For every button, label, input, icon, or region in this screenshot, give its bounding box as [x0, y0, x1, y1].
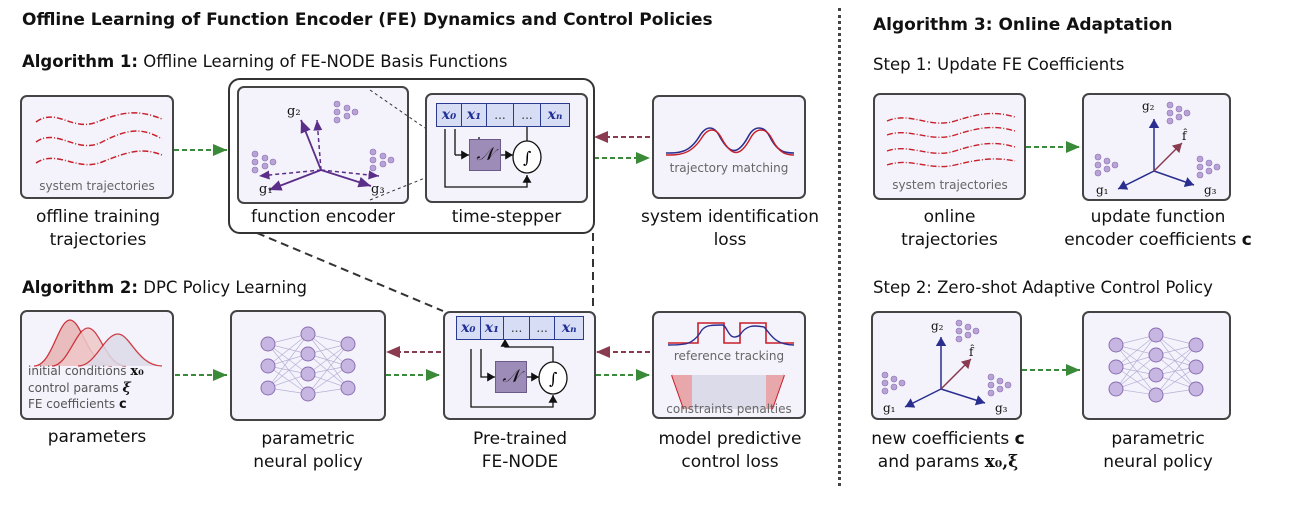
- new-coefficients-caption: new coefficients c and params x₀,ξ: [871, 429, 1025, 472]
- step2-g3-label: g₃: [995, 401, 1008, 415]
- algorithm-1-heading: Algorithm 1: Offline Learning of FE-NODE…: [22, 52, 507, 71]
- basis-function-vectors: [251, 100, 395, 191]
- strip-dots-2: ...: [514, 104, 541, 126]
- zoom-line-left: [256, 232, 444, 312]
- mpc-loss-plot: [667, 322, 795, 410]
- mpc-loss-panel: reference tracking constraints penalties: [652, 311, 806, 419]
- step2-g2-label: g₂: [931, 319, 944, 333]
- g1-label: g₁: [259, 182, 273, 197]
- algorithm-2-label: Algorithm 2:: [22, 278, 139, 297]
- step1-g3-label: g₃: [1204, 183, 1217, 197]
- function-encoder-caption: function encoder: [250, 207, 396, 227]
- new-coefficients-panel: g₂ f̂ g₁ g₃: [871, 311, 1022, 420]
- control-params-row: control params ξ: [28, 380, 131, 396]
- fe-node-flow: ∫: [470, 339, 568, 408]
- strip-xn: xₙ: [547, 107, 563, 123]
- coefficient-vectors-step1: [1094, 101, 1221, 190]
- xi-symbol: ξ: [122, 380, 131, 396]
- g3-label: g₃: [371, 182, 385, 197]
- neural-network-diagram: [260, 326, 356, 402]
- constraints-penalties-label: constraints penalties: [666, 402, 792, 416]
- trajectory-matching-label: trajectory matching: [669, 161, 789, 175]
- x0-symbol: x₀: [130, 364, 144, 379]
- step1-g2-label: g₂: [1142, 99, 1155, 113]
- initial-conditions-row: initial conditions x₀: [28, 364, 144, 379]
- trajectory-matching-panel: trajectory matching: [652, 95, 806, 199]
- time-stepper-caption: time-stepper: [451, 207, 562, 227]
- strip2-xn: xₙ: [561, 320, 577, 336]
- update-coefficients-panel: g₂ f̂ g₁ g₃: [1082, 93, 1231, 201]
- strip-x0: x₀: [437, 104, 462, 126]
- parameters-caption: parameters: [47, 427, 147, 447]
- parameters-panel: initial conditions x₀ control params ξ F…: [20, 310, 174, 420]
- offline-trajectories-panel: system trajectories: [20, 95, 174, 199]
- step-2-heading: Step 2: Zero-shot Adaptive Control Polic…: [873, 278, 1213, 297]
- algorithm-1-title: Offline Learning of FE-NODE Basis Functi…: [138, 52, 508, 71]
- control-params-label: control params: [28, 381, 119, 395]
- neural-net-block-alg2: 𝒩: [495, 361, 527, 393]
- state-strip-alg1: x₀ x₁ ... ... xₙ: [436, 103, 570, 127]
- strip2-x1: x₁: [481, 317, 505, 339]
- algorithm-1-label: Algorithm 1:: [22, 52, 139, 71]
- step1-fhat-label: f̂: [1182, 129, 1187, 143]
- strip-dots-1: ...: [487, 104, 514, 126]
- new-c-symbol: c: [1014, 429, 1025, 449]
- step-1-heading: Step 1: Update FE Coefficients: [873, 55, 1125, 74]
- svg-text:∫: ∫: [523, 148, 531, 167]
- c-symbol: c: [118, 397, 127, 412]
- online-trajectories-panel: system trajectories: [873, 93, 1026, 200]
- fe-coefficients-label: FE coefficients: [28, 397, 116, 411]
- x0-xi-symbol: x₀,ξ: [984, 452, 1019, 472]
- initial-conditions-label: initial conditions: [28, 364, 127, 378]
- step2-fhat-label: f̂: [969, 345, 974, 359]
- neural-net-block: 𝒩: [469, 139, 501, 171]
- svg-text:∫: ∫: [549, 369, 557, 388]
- algorithm-2-title: DPC Policy Learning: [138, 278, 308, 297]
- strip2-x0: x₀: [457, 317, 481, 339]
- reference-tracking-label: reference tracking: [673, 349, 785, 363]
- update-c-symbol: c: [1241, 230, 1252, 250]
- strip2-dots-1: ...: [504, 317, 530, 339]
- section-divider: [838, 8, 841, 486]
- step1-g1-label: g₁: [1096, 183, 1109, 197]
- fe-coefficients-row: FE coefficients c: [28, 397, 127, 412]
- online-wavy-plot: [886, 112, 1016, 168]
- adaptive-policy-panel: [1082, 311, 1231, 420]
- strip2-dots-2: ...: [530, 317, 556, 339]
- adaptive-network-diagram: [1108, 327, 1204, 403]
- function-encoder-panel: g₂ g₁ g₃: [237, 86, 409, 204]
- state-strip-alg2: x₀ x₁ ... ... xₙ: [456, 316, 584, 340]
- main-title: Offline Learning of Function Encoder (FE…: [22, 10, 713, 30]
- trajectory-matching-plot: [665, 127, 795, 156]
- g2-label: g₂: [287, 104, 301, 119]
- algorithm-3-heading: Algorithm 3: Online Adaptation: [873, 15, 1173, 35]
- algorithm-2-heading: Algorithm 2: DPC Policy Learning: [22, 278, 307, 297]
- step2-g1-label: g₁: [883, 401, 896, 415]
- system-trajectories-label: system trajectories: [39, 179, 155, 193]
- strip-x1: x₁: [462, 104, 487, 126]
- update-coefficients-caption: update function encoder coefficients c: [1064, 207, 1252, 250]
- coefficient-vectors-step2: [881, 319, 1012, 408]
- neural-policy-panel: [230, 310, 386, 421]
- wavy-trajectories-plot: [35, 112, 163, 166]
- online-system-trajectories-label: system trajectories: [892, 178, 1008, 192]
- distribution-curves: [33, 319, 163, 367]
